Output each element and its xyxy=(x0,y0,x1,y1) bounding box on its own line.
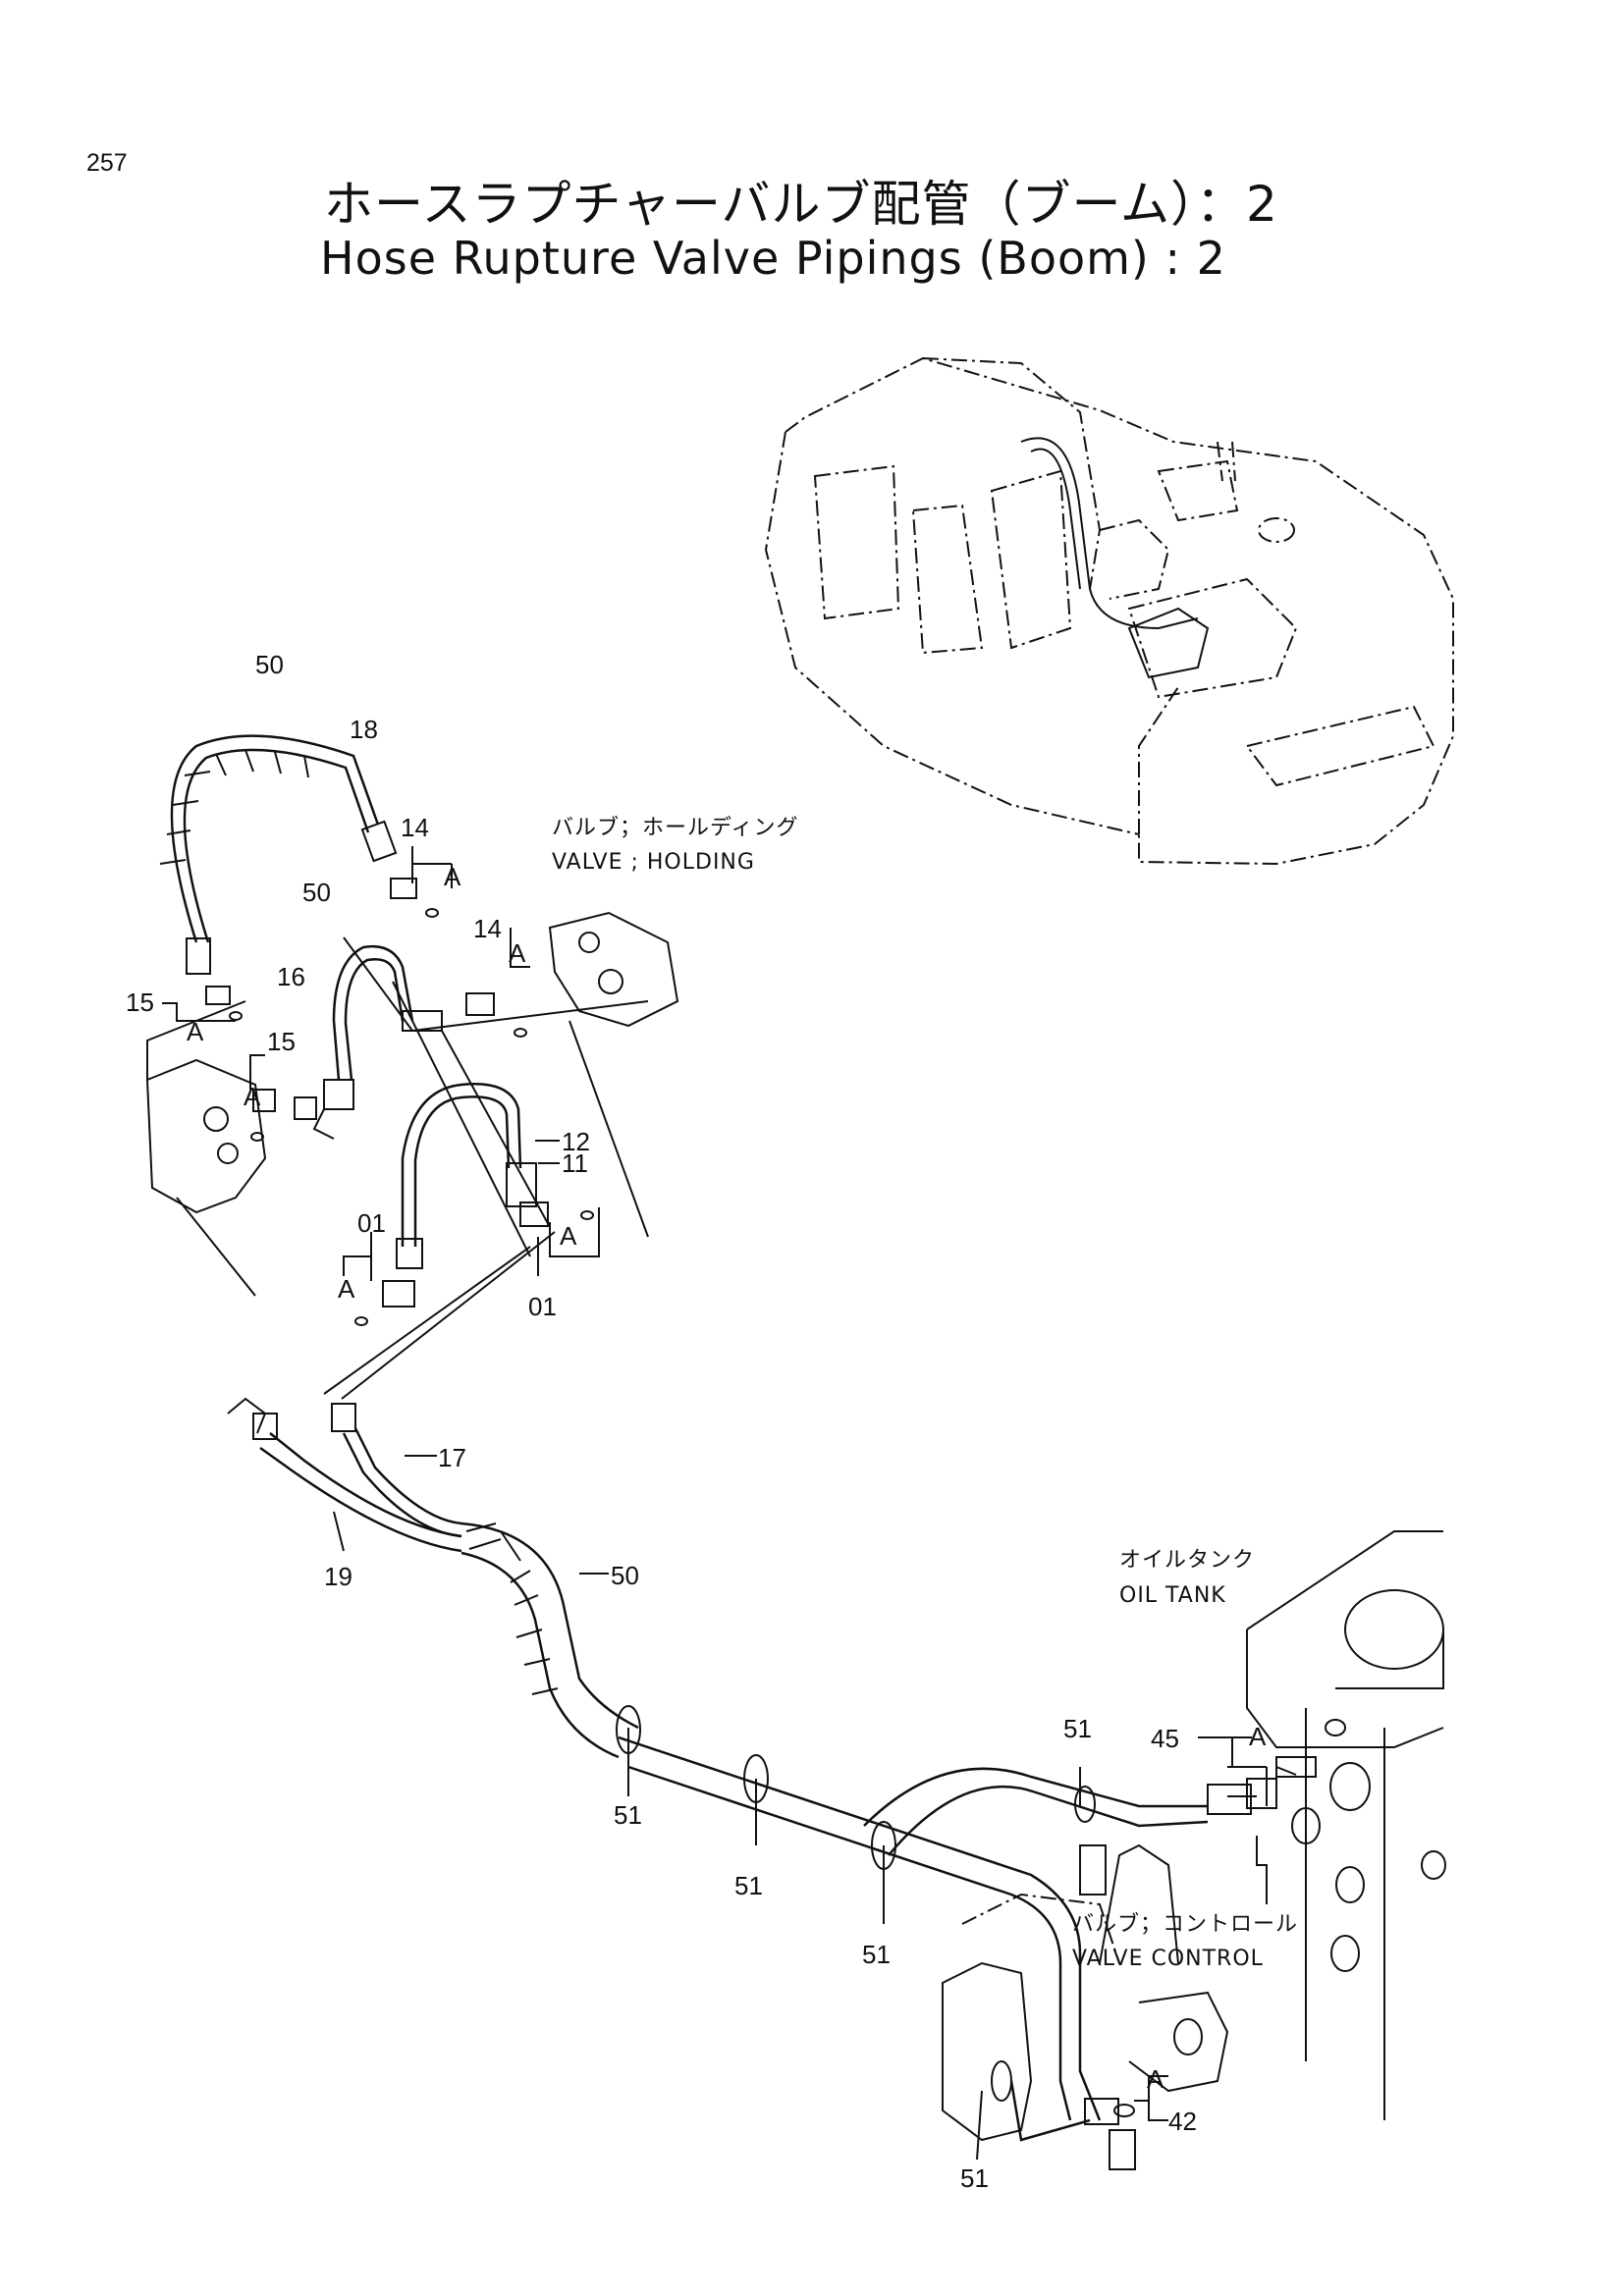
oil-tank-illustration xyxy=(1227,1530,1446,2120)
callout-a: A xyxy=(244,1082,261,1111)
leader-lines-lower xyxy=(333,1455,1268,2121)
callout-a: A xyxy=(560,1221,577,1251)
callout-50: 50 xyxy=(302,878,331,907)
callout-a: A xyxy=(1147,2064,1164,2094)
callout-12: 12 xyxy=(562,1127,590,1156)
holding-valve-right xyxy=(548,911,679,1028)
callout-15: 15 xyxy=(267,1027,296,1056)
callout-labels: 50 18 14 A 50 14 A 15 A 16 15 A 12 11 01… xyxy=(126,650,1267,2193)
callout-51: 51 xyxy=(1063,1714,1092,1743)
control-valve-label-en: VALVE CONTROL xyxy=(1072,1947,1264,1971)
callout-51: 51 xyxy=(614,1800,642,1830)
page-title-english: Hose Rupture Valve Pipings (Boom) : 2 xyxy=(320,232,1226,285)
callout-50: 50 xyxy=(611,1561,639,1590)
fitting-parts xyxy=(205,878,594,1326)
callout-a: A xyxy=(509,938,526,968)
callout-11: 11 xyxy=(562,1148,588,1178)
page-title-japanese: ホースラプチャーバルブ配管（ブーム）：2 xyxy=(324,176,1278,233)
callout-a: A xyxy=(1249,1722,1267,1751)
callout-14: 14 xyxy=(473,914,502,943)
hose-assembly-18 xyxy=(159,734,398,975)
callout-15: 15 xyxy=(126,988,154,1017)
clamps-51 xyxy=(616,1705,1096,2161)
callout-19: 19 xyxy=(324,1562,352,1591)
callout-51: 51 xyxy=(734,1871,763,1900)
callout-a: A xyxy=(338,1274,355,1304)
page-number: 257 xyxy=(86,149,128,177)
callout-51: 51 xyxy=(960,2163,989,2193)
oil-tank-label-jp: オイルタンク xyxy=(1119,1548,1255,1573)
callout-18: 18 xyxy=(350,715,378,744)
oil-tank-label-en: OIL TANK xyxy=(1119,1583,1226,1608)
lower-hose-run xyxy=(227,1397,1277,2142)
callout-17: 17 xyxy=(438,1443,466,1472)
callout-01: 01 xyxy=(528,1292,557,1321)
control-valve-label-jp: バルブ；コントロール xyxy=(1072,1912,1298,1937)
callout-01: 01 xyxy=(357,1208,386,1238)
component-notes: バルブ；ホールディング VALVE ; HOLDING オイルタンク OIL T… xyxy=(552,816,1298,1971)
callout-14: 14 xyxy=(401,813,429,842)
holding-valve-label-jp: バルブ；ホールディング xyxy=(552,816,798,840)
hose-assembly-16 xyxy=(312,944,443,1140)
excavator-overview-illustration xyxy=(764,356,1454,866)
callout-51: 51 xyxy=(862,1940,891,1969)
holding-valve-left xyxy=(145,1058,267,1214)
callout-16: 16 xyxy=(277,962,305,991)
callout-45: 45 xyxy=(1151,1724,1179,1753)
leader-lines-upper xyxy=(146,846,649,1400)
holding-valve-label-en: VALVE ; HOLDING xyxy=(552,850,755,875)
hose-assembly-12 xyxy=(396,1083,537,1269)
callout-42: 42 xyxy=(1168,2107,1197,2136)
callout-50: 50 xyxy=(255,650,284,679)
callout-a: A xyxy=(444,862,461,891)
control-valve-illustration xyxy=(942,1843,1229,2170)
callout-a: A xyxy=(187,1017,204,1046)
